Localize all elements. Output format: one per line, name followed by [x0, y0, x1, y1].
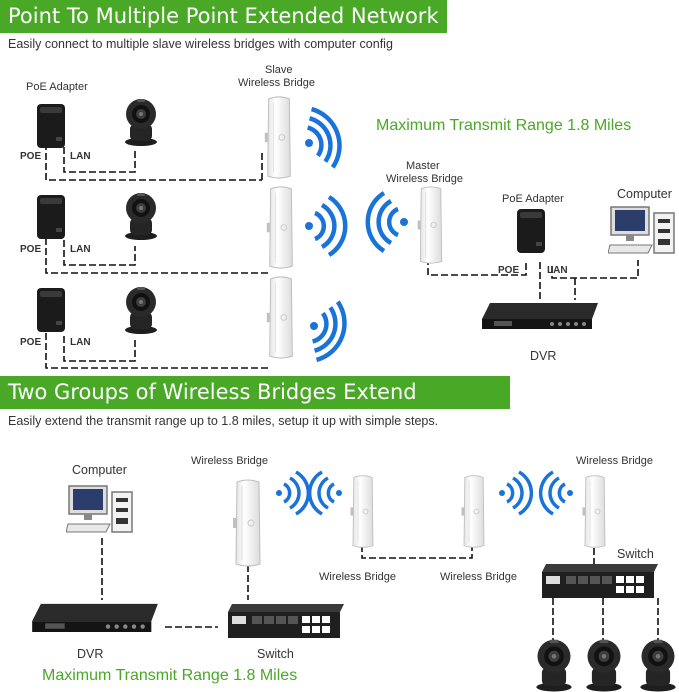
lan-label: LAN: [70, 244, 91, 255]
lan-label: LAN: [70, 151, 91, 162]
master-bridge-label-line1: Master: [406, 160, 440, 172]
switch-icon: [228, 604, 344, 638]
switch-label: Switch: [257, 647, 294, 661]
dvr-label: DVR: [530, 349, 557, 363]
wireless-bridge-icon: [461, 475, 485, 548]
ip-camera-icon: [536, 639, 572, 692]
right-poe-label: POE: [498, 265, 520, 276]
section1-title: Point To Multiple Point Extended Network: [8, 4, 439, 28]
wireless-bridge-icon: [264, 96, 291, 179]
computer-label: Computer: [72, 463, 127, 477]
ip-camera-icon: [125, 99, 157, 146]
section1-subtitle: Easily connect to multiple slave wireles…: [8, 37, 393, 51]
section2-range-text: Maximum Transmit Range 1.8 Miles: [42, 667, 298, 684]
wireless-bridge-icon: [266, 186, 293, 269]
poe-label: POE: [20, 337, 42, 348]
computer-icon: [608, 206, 675, 254]
poe-adapter-icon: [37, 195, 65, 239]
switch-label: Switch: [617, 547, 654, 561]
dvr-label: DVR: [77, 647, 104, 661]
poe-label: POE: [20, 244, 42, 255]
wireless-bridge-icon: [582, 475, 606, 548]
poe-adapter-icon: [37, 288, 65, 332]
wireless-bridge-label: Wireless Bridge: [440, 571, 518, 583]
poe-adapter-icon: [517, 209, 545, 253]
wireless-bridge-icon: [350, 475, 374, 548]
lan-label: LAN: [70, 337, 91, 348]
poe-adapter-icon: [37, 104, 65, 148]
wireless-bridge-icon: [266, 276, 293, 359]
wireless-bridge-label: Wireless Bridge: [576, 455, 654, 467]
section2-subtitle: Easily extend the transmit range up to 1…: [8, 414, 439, 428]
section2-title: Two Groups of Wireless Bridges Extend Ne…: [8, 380, 417, 437]
wireless-bridge-icon: [232, 479, 261, 567]
switch-icon: [542, 564, 658, 598]
ip-camera-icon: [125, 287, 157, 334]
computer-icon: [66, 485, 133, 533]
section1-banner: Point To Multiple Point Extended Network: [0, 0, 447, 33]
wireless-bridge-label: Wireless Bridge: [319, 571, 397, 583]
slave-bridge-label-line1: Slave: [265, 64, 293, 76]
ip-camera-icon: [640, 639, 676, 692]
section2-banner: Two Groups of Wireless Bridges Extend Ne…: [0, 376, 510, 437]
ip-camera-icon: [586, 639, 622, 692]
right-poe-adapter-label: PoE Adapter: [502, 193, 564, 205]
ip-camera-icon: [125, 193, 157, 240]
wireless-bridge-icon: [417, 186, 443, 264]
right-lan-label: LAN: [547, 265, 568, 276]
poe-adapter-label: PoE Adapter: [26, 81, 88, 93]
section1-range-text: Maximum Transmit Range 1.8 Miles: [376, 117, 632, 134]
dvr-icon: [32, 603, 158, 632]
poe-label: POE: [20, 151, 42, 162]
master-bridge-label-line2: Wireless Bridge: [386, 173, 464, 185]
slave-bridge-label-line2: Wireless Bridge: [238, 77, 316, 89]
dvr-icon: [482, 303, 598, 329]
computer-label: Computer: [617, 187, 672, 201]
wireless-bridge-label: Wireless Bridge: [191, 455, 269, 467]
